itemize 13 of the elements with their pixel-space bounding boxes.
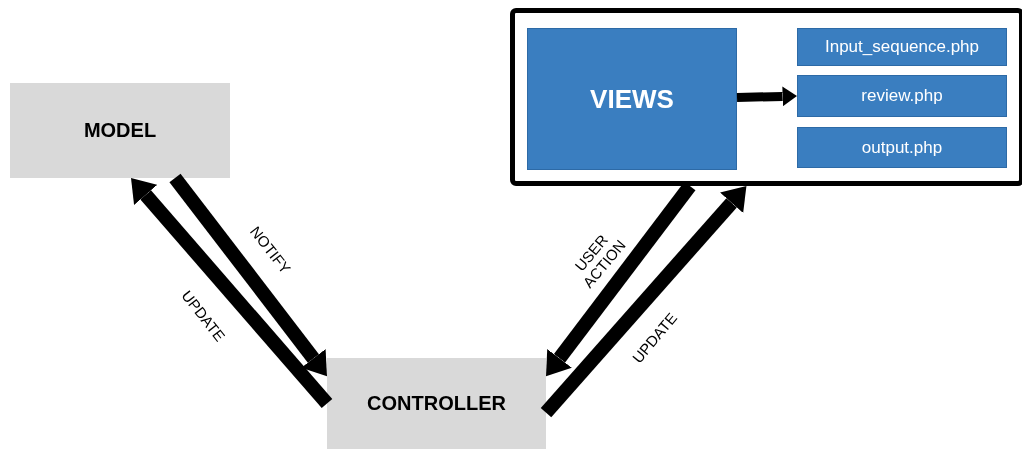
process-box <box>327 358 546 449</box>
process-box <box>797 28 1007 66</box>
process-box <box>797 127 1007 168</box>
node-label: MODEL <box>83 118 157 143</box>
node-label: review.php <box>861 85 943 107</box>
node-label: output.php <box>861 136 943 159</box>
views-panel <box>510 8 1022 186</box>
node-label: CONTROLLER <box>367 391 506 416</box>
process-box <box>797 75 1007 117</box>
process-box <box>527 28 737 170</box>
node-label: Input_sequence.php <box>824 36 980 58</box>
process-box <box>10 83 230 178</box>
node-label: VIEWS <box>590 82 674 116</box>
